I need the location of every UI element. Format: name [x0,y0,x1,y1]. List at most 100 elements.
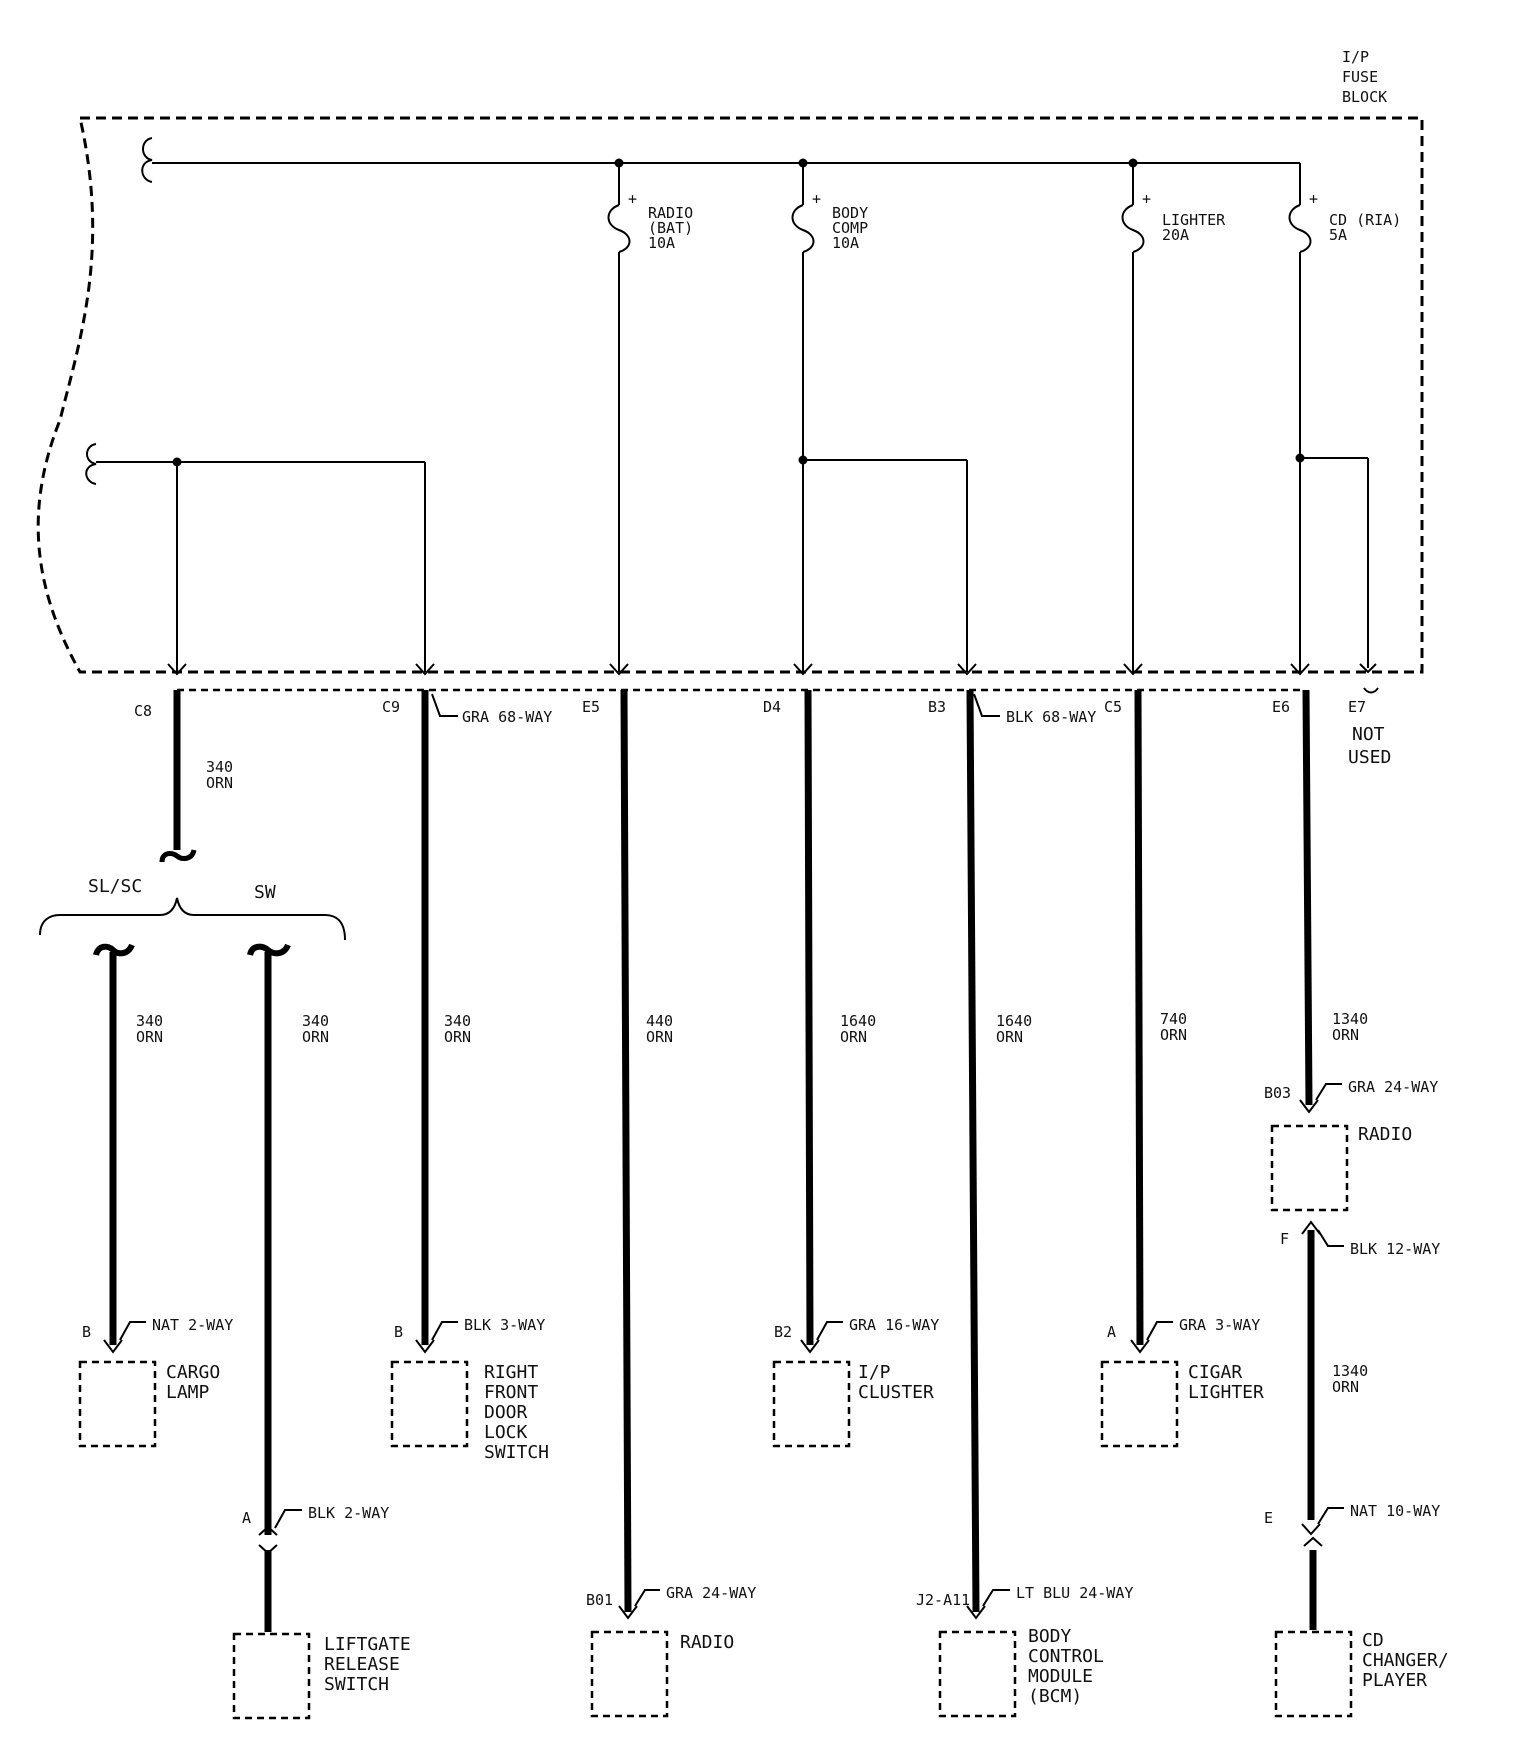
component-label: RADIO [1358,1124,1412,1145]
wire-lighter: 740 ORN [1134,689,1187,1346]
svg-text:RADIO: RADIO [648,204,693,222]
connector-label: BLK 2-WAY [308,1504,389,1522]
svg-text:RADIO: RADIO [680,1632,734,1653]
component-label: I/P [858,1362,891,1383]
component-label: (BCM) [1028,1686,1082,1707]
svg-text:ORN: ORN [1160,1026,1187,1044]
pin-b3: B3 [928,698,946,716]
splice-right-label: SW [254,882,276,903]
svg-text:440: 440 [646,1012,673,1030]
connector-rf-door: B BLK 3-WAY [394,1316,545,1354]
component-label: RADIO [680,1632,734,1653]
connector-liftgate: A BLK 2-WAY [242,1504,389,1632]
fuse-block-terminals [167,663,1377,692]
component-ip-cluster: I/P CLUSTER [772,1360,934,1448]
component-cargo-lamp: CARGO LAMP [78,1360,220,1448]
fuse-body-comp: + BODY COMP 10A [791,163,868,672]
wire-label: 740 [1160,1010,1187,1028]
component-radio: RADIO [590,1630,734,1718]
svg-text:LAMP: LAMP [166,1382,210,1403]
component-label: BODY [1028,1626,1072,1647]
connector-cd-radio-in: B03 GRA 24-WAY [1264,1078,1438,1114]
connector-label: GRA 16-WAY [849,1316,939,1334]
connector-label: NAT 2-WAY [152,1316,233,1334]
svg-text:CD: CD [1362,1630,1384,1651]
svg-text:SWITCH: SWITCH [324,1674,389,1695]
svg-text:DOOR: DOOR [484,1402,528,1423]
wire-label: 340 [302,1012,329,1030]
wire-label: ORN [1332,1026,1359,1044]
wire-label: 1340 [1332,1010,1368,1028]
svg-text:LIGHTER: LIGHTER [1188,1382,1264,1403]
splice-selector: SL/SC SW [39,876,346,941]
svg-text:CONTROL: CONTROL [1028,1646,1104,1667]
svg-text:740: 740 [1160,1010,1187,1028]
component-label: PLAYER [1362,1670,1427,1691]
connector-label: GRA 24-WAY [1348,1078,1438,1096]
fuse-body-label-3: 10A [832,234,859,252]
svg-text:CLUSTER: CLUSTER [858,1382,934,1403]
splice-left-label: SL/SC [88,876,142,897]
wire-bcm: 1640 ORN [966,689,1032,1613]
wire-liftgate: 340 ORN [247,943,329,1535]
pin-label: A [242,1509,251,1527]
component-cigar-lighter: CIGAR LIGHTER [1100,1360,1264,1448]
svg-text:10A: 10A [648,234,675,252]
wire-label: ORN [206,774,233,792]
svg-text:+: + [1309,190,1318,208]
component-label: SWITCH [484,1442,549,1463]
bus-break-symbol-top [141,137,153,183]
component-label: SWITCH [324,1674,389,1695]
svg-text:ORN: ORN [996,1028,1023,1046]
pin-d4: D4 [763,698,781,716]
connector-bcm: J2-A11 LT BLU 24-WAY [916,1584,1133,1620]
fuse-block-outline [36,116,1424,674]
fuse-lighter: + LIGHTER 20A [1121,163,1226,672]
connector-label: LT BLU 24-WAY [1016,1584,1133,1602]
fuse-radio-label-2: (BAT) [648,219,693,237]
svg-text:BODY: BODY [832,204,868,222]
wire-label: 340 [444,1012,471,1030]
fuse-body-label-2: COMP [832,219,868,237]
connector-radio: B01 GRA 24-WAY [586,1584,756,1620]
wire-label: 340 [136,1012,163,1030]
svg-text:ORN: ORN [646,1028,673,1046]
svg-text:ORN: ORN [302,1028,329,1046]
not-used-1: NOT [1352,724,1385,745]
svg-text:340: 340 [302,1012,329,1030]
fuse-symbol [1288,204,1312,253]
connector-label: BLK 12-WAY [1350,1240,1440,1258]
wire-ip-cluster: 1640 ORN [804,689,876,1346]
svg-text:FUSE: FUSE [1342,68,1378,86]
svg-text:CHANGER/: CHANGER/ [1362,1650,1449,1671]
component-label: CARGO [166,1362,220,1383]
pin-label: B2 [774,1323,792,1341]
svg-text:1640: 1640 [840,1012,876,1030]
svg-text:ORN: ORN [840,1028,867,1046]
svg-text:CD (RIA): CD (RIA) [1329,211,1401,229]
connector-lighter: A GRA 3-WAY [1107,1316,1260,1354]
svg-text:340: 340 [206,758,233,776]
fuse-body-label-1: BODY [832,204,868,222]
svg-text:5A: 5A [1329,226,1347,244]
connector-label: BLK 3-WAY [464,1316,545,1334]
wire-rf-door: 340 ORN [421,690,471,1345]
svg-text:LIGHTER: LIGHTER [1162,211,1226,229]
pin-c9: C9 [382,698,400,716]
svg-text:10A: 10A [832,234,859,252]
pin-label: F [1280,1230,1289,1248]
component-cd-changer: CD CHANGER/ PLAYER [1274,1630,1449,1718]
fuse-block-title-1: I/P [1342,48,1369,66]
bus-break-symbol-lower [85,443,97,485]
svg-text:ORN: ORN [1332,1378,1359,1396]
svg-text:20A: 20A [1162,226,1189,244]
wire-cd-upper: 1340 ORN [1302,689,1368,1106]
fuse-radio-label-1: RADIO [648,204,693,222]
wire-label: 440 [646,1012,673,1030]
svg-text:ORN: ORN [444,1028,471,1046]
connector-cd-radio-out: F BLK 12-WAY [1280,1220,1440,1258]
svg-text:LIFTGATE: LIFTGATE [324,1634,411,1655]
svg-text:(BAT): (BAT) [648,219,693,237]
component-label: CLUSTER [858,1382,934,1403]
connector-label: GRA 24-WAY [666,1584,756,1602]
